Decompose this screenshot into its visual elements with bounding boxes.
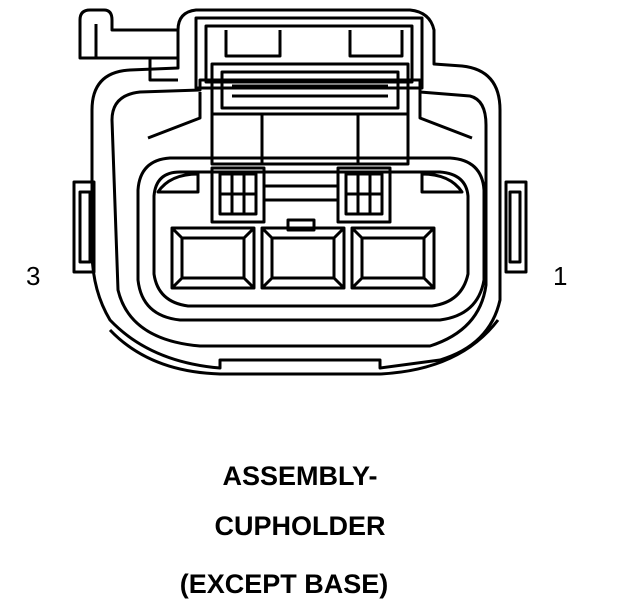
cavity-frame xyxy=(136,156,486,322)
cavity-3 xyxy=(170,226,256,290)
latch-tab xyxy=(78,8,180,82)
cavity-2 xyxy=(260,226,346,290)
terminal-cavities xyxy=(170,218,436,290)
connector-housing xyxy=(72,8,528,376)
pin-number-right: 1 xyxy=(553,261,568,291)
pin-number-left: 3 xyxy=(26,261,41,291)
caption-line-1: ASSEMBLY- xyxy=(222,461,378,491)
caption-line-3: (EXCEPT BASE) xyxy=(179,569,389,599)
caption-line-2: CUPHOLDER xyxy=(214,511,386,541)
lock-mechanism xyxy=(147,16,473,166)
cavity-1 xyxy=(350,226,436,290)
